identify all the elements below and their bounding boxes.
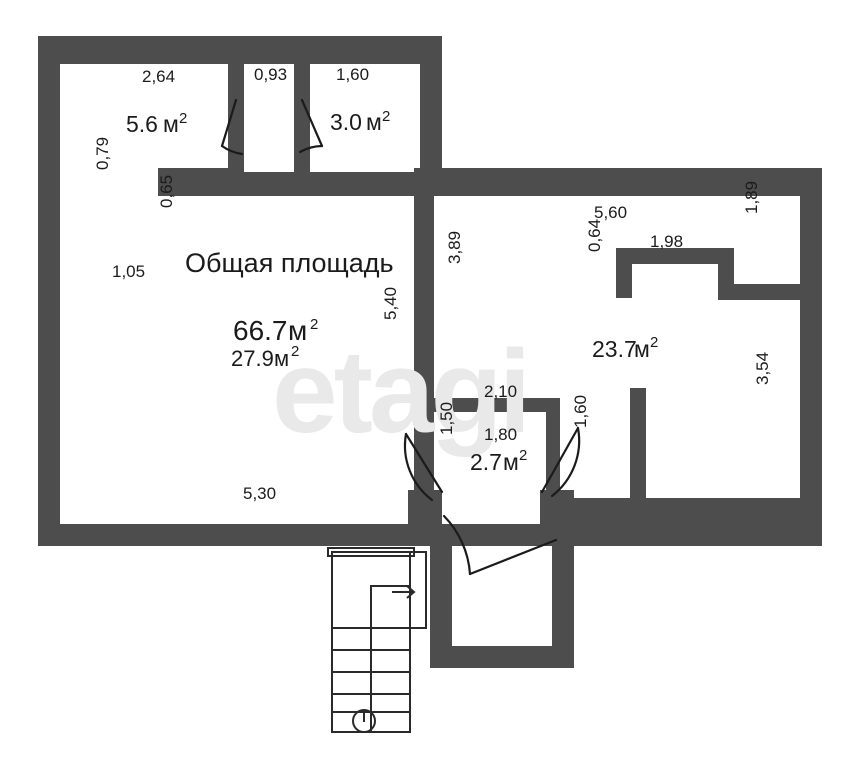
- dimension-labels: 2,64 0,93 1,60 0,79 0,65 1,05 5,30 5,40 …: [93, 65, 772, 503]
- room-interiors: [60, 64, 822, 646]
- area-room-top-left-unit: м: [163, 111, 179, 137]
- room-interior-top-left: [60, 64, 228, 168]
- wall-niche-extension-2: [718, 284, 804, 300]
- door-arc-small-left: [403, 432, 434, 502]
- room-interior-main-left-ext: [60, 238, 160, 524]
- wall-right-top: [418, 168, 822, 196]
- dim-small-room-right: 1,60: [571, 395, 590, 428]
- area-room-top-left-sup: 2: [179, 110, 187, 127]
- doorway-gap-small-room: [442, 490, 540, 524]
- stair-pivot-circle-icon: [352, 709, 376, 733]
- wall-entry-bottom: [430, 646, 574, 668]
- area-room-right-unit: м: [634, 336, 650, 362]
- dim-top-right-room-width: 1,60: [336, 65, 369, 84]
- area-room-small-value: 2.7: [470, 449, 502, 475]
- door-swings: [220, 98, 581, 576]
- stair-landing-edge: [370, 585, 410, 628]
- area-room-top-right-sup: 2: [382, 108, 390, 125]
- room-interior-top-right: [310, 64, 420, 172]
- dim-left-bottom-offset: 1,05: [112, 262, 145, 281]
- wall-entry-left: [430, 546, 452, 658]
- dim-small-room-inner: 1,80: [484, 425, 517, 444]
- dim-right-room-upper-right: 1,89: [742, 181, 761, 214]
- area-room-small-sup: 2: [519, 447, 527, 464]
- area-living-unit: м: [274, 346, 289, 371]
- wall-right-exterior: [800, 168, 822, 546]
- room-interior-small: [434, 412, 546, 504]
- dim-right-room-left: 3,89: [445, 231, 464, 264]
- area-living-sup: 2: [291, 343, 299, 360]
- room-interior-corridor: [244, 64, 294, 172]
- wall-niche-top-2: [616, 248, 734, 264]
- dim-left-notch-height: 0,79: [93, 137, 112, 170]
- door-leaf-entry: [468, 538, 558, 576]
- area-total-value: 66.7: [233, 315, 288, 346]
- dim-right-room-lower-right: 3,54: [753, 352, 772, 385]
- area-total-sup: 2: [310, 316, 318, 333]
- door-leaf-small-right: [540, 426, 580, 494]
- dim-main-room-right: 5,40: [381, 287, 400, 320]
- dim-top-room-width: 2,64: [142, 67, 175, 86]
- door-leaf-small-left: [404, 432, 444, 494]
- area-room-top-left-value: 5.6: [126, 111, 158, 137]
- dim-right-room-top: 5,60: [594, 203, 627, 222]
- wall-entry-right: [552, 524, 574, 668]
- area-room-right-value: 23.7: [592, 336, 637, 362]
- door-arc-top-right: [298, 144, 324, 154]
- wall-top-partition-b-upper: [294, 64, 310, 100]
- dim-small-room-top: 2,10: [484, 382, 517, 401]
- door-arc-small-right: [550, 426, 581, 498]
- wall-small-room-top-2: [434, 398, 560, 412]
- stair-side-panel: [409, 551, 427, 629]
- area-room-small-unit: м: [503, 449, 519, 475]
- page-title: Общая площадь: [185, 248, 394, 278]
- dim-left-notch-inner: 0,65: [157, 175, 176, 208]
- wall-small-room-jamb-left-2: [408, 490, 442, 524]
- dim-right-niche-depth: 0,64: [585, 219, 604, 252]
- door-leaf-top-left: [220, 98, 238, 148]
- dim-top-corridor-width: 0,93: [254, 65, 287, 84]
- area-living-value: 27.9: [231, 346, 274, 371]
- area-total-unit: м: [288, 315, 307, 346]
- wall-small-room-jamb-right-2: [540, 490, 574, 524]
- staircase: [327, 547, 427, 733]
- area-room-right-sup: 2: [650, 334, 658, 351]
- wall-middle-vertical-2: [414, 168, 434, 498]
- door-leaf-top-right: [300, 98, 324, 148]
- wall-top-partition-a-upper: [228, 64, 244, 100]
- area-room-top-right-value: 3.0: [330, 109, 362, 135]
- stair-direction-arrow-icon: [392, 585, 416, 599]
- wall-top-partition-b-lower: [294, 142, 310, 172]
- dim-right-niche-width: 1,98: [650, 232, 683, 251]
- wall-small-room-right-2: [546, 398, 560, 498]
- door-arc-entry: [442, 514, 472, 576]
- door-arc-top-left: [220, 144, 244, 156]
- dim-small-room-left: 1,50: [437, 402, 456, 435]
- wall-right-room-stub-2: [630, 388, 646, 500]
- wall-bottom-left-exterior: [38, 524, 568, 546]
- area-labels: 5.6 м 2 3.0 м 2 Общая площадь 66.7 м 2 2…: [126, 108, 658, 475]
- dim-main-room-bottom: 5,30: [243, 484, 276, 503]
- wall-top-partition-a-lower: [228, 142, 244, 172]
- watermark-etagi: etagi: [272, 326, 527, 458]
- area-room-top-right-unit: м: [366, 109, 382, 135]
- wall-left-exterior: [38, 36, 60, 546]
